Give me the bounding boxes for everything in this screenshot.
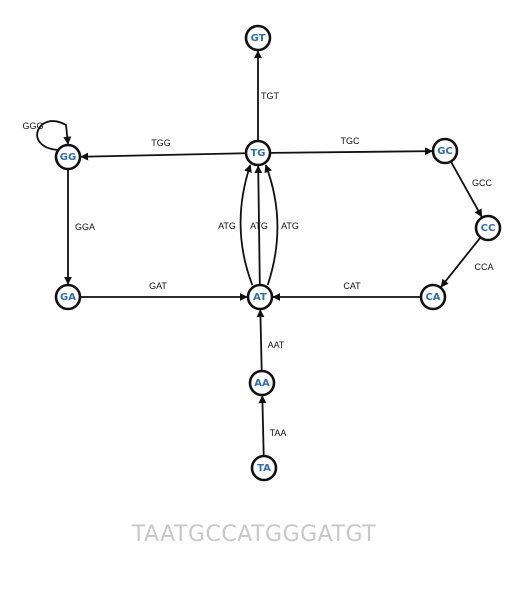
edge-ta-aa: TAA	[258, 395, 287, 456]
node-circle	[474, 214, 502, 242]
edge-label: GCC	[472, 178, 493, 188]
node-label: GT	[251, 33, 266, 44]
edge-line	[258, 395, 267, 456]
node-label: TA	[257, 463, 271, 474]
node-gc: GC	[431, 137, 459, 165]
edge-cc-ca: CCA	[440, 237, 494, 288]
edge-aa-at: AAT	[256, 309, 285, 371]
node-circle	[246, 283, 274, 311]
edge-label: TGG	[151, 138, 171, 148]
edge-label: TGT	[261, 91, 279, 101]
edge-gg-gg: GGG	[22, 120, 72, 151]
node-circle	[244, 24, 272, 52]
edge-label: GGG	[22, 121, 43, 131]
edge-tg-gc: TGC	[270, 136, 433, 156]
node-circle	[54, 283, 82, 311]
edge-label: ATG	[281, 221, 299, 231]
edge-line	[254, 165, 263, 285]
edge-label: GAT	[149, 281, 167, 291]
edge-line	[450, 161, 483, 218]
edge-line	[270, 147, 433, 156]
edge-tg-gt: TGT	[254, 50, 279, 140]
node-ca: CA	[419, 283, 447, 311]
node-circle	[419, 283, 447, 311]
node-label: GG	[60, 152, 76, 163]
edge-gc-cc: GCC	[450, 161, 493, 218]
edge-label: CAT	[343, 281, 361, 291]
node-label: GA	[60, 292, 76, 303]
edge-label: CCA	[474, 262, 493, 272]
edge-at-tg: ATG	[218, 164, 254, 286]
edge-label: AAT	[268, 340, 285, 350]
edge-ca-at: CAT	[272, 281, 420, 301]
node-label: CC	[481, 223, 496, 234]
node-aa: AA	[248, 369, 276, 397]
edge-label: ATG	[250, 221, 268, 231]
edge-line	[239, 164, 254, 286]
nodes: GT TG GG GC CC GA AT CA AA TA	[54, 24, 502, 482]
node-gg: GG	[54, 143, 82, 171]
edge-line	[440, 237, 481, 288]
edge-line	[264, 164, 279, 286]
node-ta: TA	[250, 454, 278, 482]
node-label: GC	[437, 146, 453, 157]
edge-line	[36, 120, 72, 151]
assembled-sequence: TAATGCCATGGGATGT	[131, 522, 377, 547]
node-circle	[244, 139, 272, 167]
node-circle	[250, 454, 278, 482]
edge-at-tg: ATG	[264, 164, 299, 286]
node-circle	[54, 143, 82, 171]
edge-label: TGC	[341, 136, 360, 146]
node-at: AT	[246, 283, 274, 311]
node-label: TG	[250, 148, 265, 159]
node-cc: CC	[474, 214, 502, 242]
edge-at-tg: ATG	[250, 165, 268, 285]
node-tg: TG	[244, 139, 272, 167]
node-label: CA	[425, 292, 440, 303]
edge-label: TAA	[270, 428, 287, 438]
node-circle	[248, 369, 276, 397]
edge-gg-ga: GGA	[64, 170, 95, 285]
edge-ga-at: GAT	[81, 281, 248, 301]
node-gt: GT	[244, 24, 272, 52]
edge-label: ATG	[218, 221, 236, 231]
edge-tg-gg: TGG	[80, 138, 246, 161]
node-circle	[431, 137, 459, 165]
edge-label: GGA	[75, 222, 95, 232]
node-label: AA	[254, 378, 270, 389]
edge-line	[256, 309, 265, 371]
node-label: AT	[253, 292, 267, 303]
edge-line	[80, 152, 246, 161]
node-ga: GA	[54, 283, 82, 311]
